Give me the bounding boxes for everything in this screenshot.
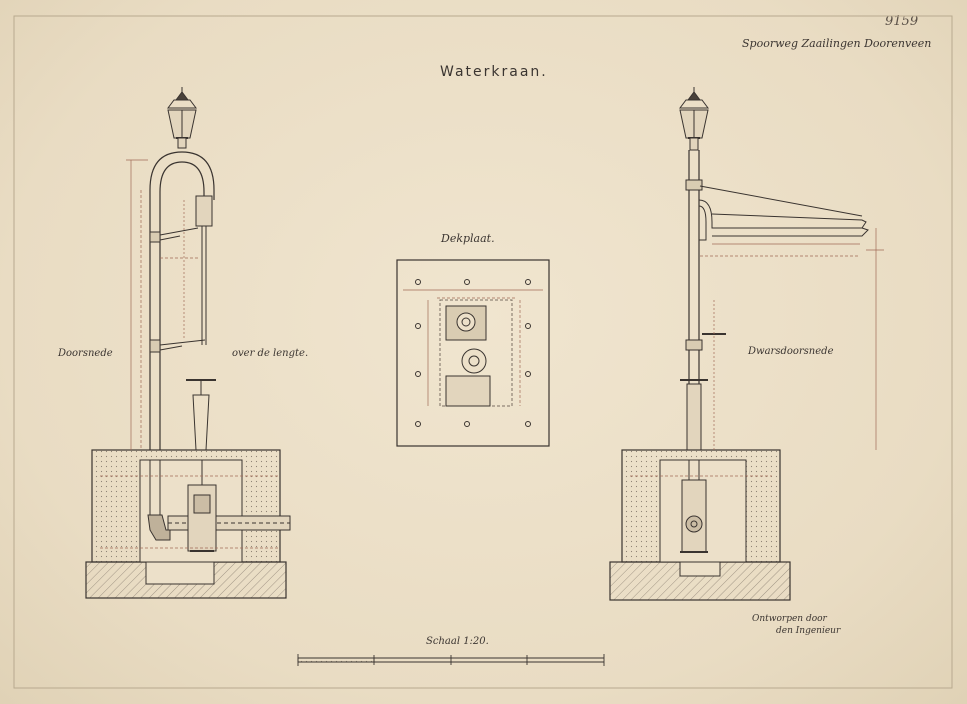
deck-plate-view [396,259,550,447]
cross-section-view [609,87,869,601]
railway-title: Spoorweg Zaailingen Doorenveen [742,37,932,50]
signature-line-1: Ontworpen door [752,614,827,624]
lantern-right [679,87,709,151]
longitudinal-section-label-right: over de lengte. [232,348,309,359]
scale-label: Schaal 1:20. [426,636,489,647]
longitudinal-section-view [85,87,291,599]
signature-line-2: den Ingenieur [776,626,841,636]
drawing-title: Waterkraan. [440,64,548,80]
cross-section-label: Dwarsdoorsnede [748,346,834,357]
dimensions-right [630,228,884,477]
dimensions-deck [403,289,543,406]
dimensions-left [100,159,280,549]
lantern-left [167,87,197,149]
sheet-border [13,15,953,689]
deck-plate-label: Dekplaat. [441,232,495,245]
scale-bar [297,654,605,666]
longitudinal-section-label-left: Doorsnede [58,348,113,359]
sheet-number: 9159 [885,14,919,29]
